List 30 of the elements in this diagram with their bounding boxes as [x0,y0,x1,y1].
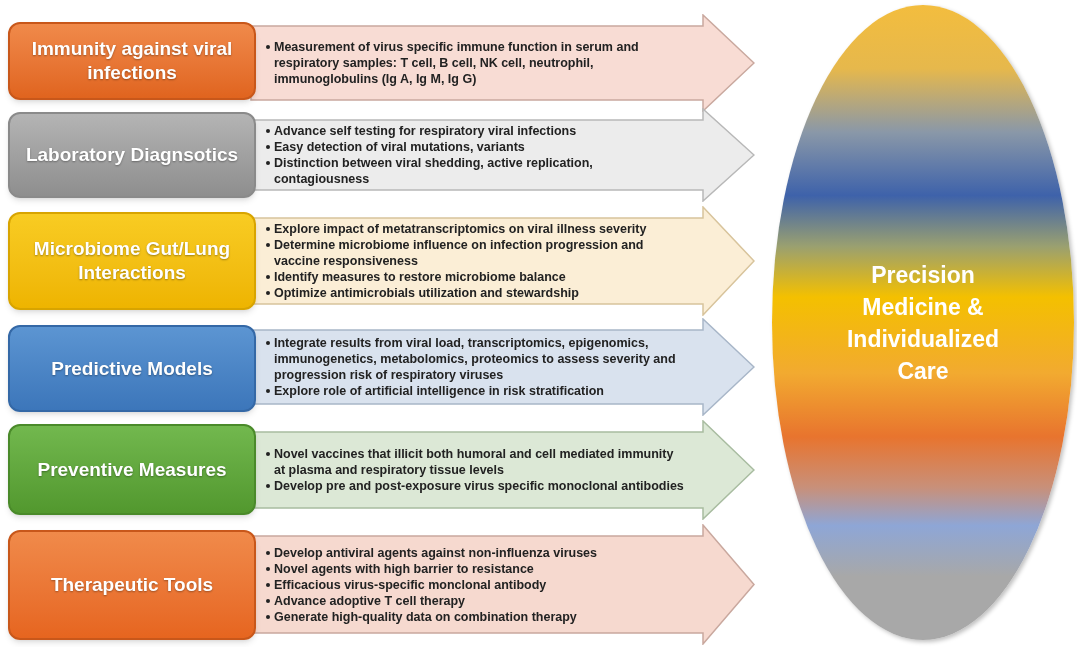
category-title: Immunity against viral infections [30,37,234,85]
category-title: Predictive Models [51,356,213,381]
outcome-title: Precision Medicine & Individualized Care [845,260,1001,386]
bullet-text: Novel agents with high barrier to resistance [274,560,534,577]
bullet-text: Determine microbiome influence on infection progression and vaccine responsiveness [274,237,645,269]
bullet-text: Integrate results from viral load, transcriptomics, epigenomics, immunogenetics, metabolomics, proteomics to assess severity and progression risk of respiratory viruses [274,335,677,383]
category-box [8,112,256,198]
bullet-text: Advance self testing for respiratory viral infections [274,123,577,139]
bullet-text: Efficacious virus-specific monclonal antibody [274,576,547,593]
bullet-text: Advance adoptive T cell therapy [274,592,466,609]
bullet-text: Develop antiviral agents against non-influenza viruses [274,544,597,561]
category-title: Therapeutic Tools [50,573,214,597]
category-box [8,424,256,515]
category-title: Preventive Measures [37,457,227,482]
bullet-text: Easy detection of viral mutations, variants [274,139,525,155]
category-box [8,22,256,100]
bullet-text: Explore impact of metatranscriptomics on viral illness severity [274,221,647,237]
category-title: Microbiome Gut/Lung Interactions [32,237,232,285]
bullet-text: Explore role of artificial intelligence in risk stratification [274,383,604,399]
category-box [8,530,256,640]
category-title: Laboratory Diagnsotics [25,143,239,167]
bullet-text: Identify measures to restore microbiome balance [274,269,566,285]
bullet-text: Distinction between viral shedding, active replication, contagiousness [274,155,594,187]
bullet-text: Optimize antimicrobials utilization and stewardship [274,285,579,301]
bullet-text: Novel vaccines that illicit both humoral and cell mediated immunity at plasma and respiratory tissue levels [274,446,675,478]
category-box [8,325,256,412]
bullet-text: Measurement of virus specific immune function in serum and respiratory samples: T cell, B cell, NK cell, neutrophil, immunoglobulins (Ig A, Ig M, Ig G) [274,39,640,87]
bullet-text: Develop pre and post-exposure virus specific monoclonal antibodies [274,478,684,494]
bullet-text: Generate high-quality data on combination therapy [274,608,577,625]
category-box [8,212,256,310]
